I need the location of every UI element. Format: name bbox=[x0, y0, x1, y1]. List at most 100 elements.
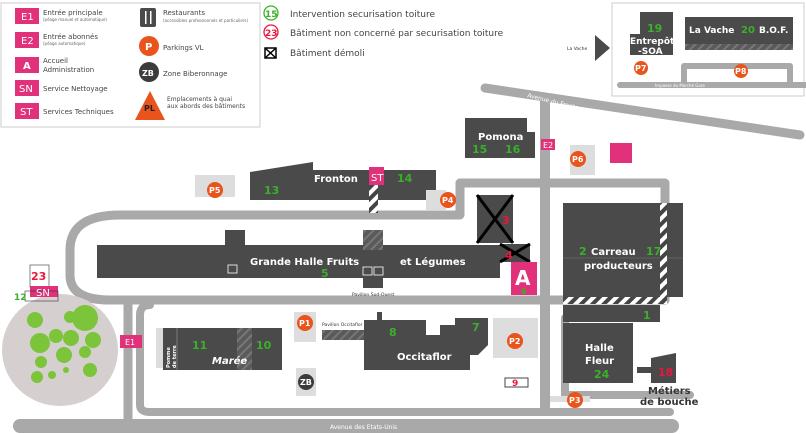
accueil-badge[interactable]: A 6 bbox=[511, 262, 537, 296]
svg-text:aux abords des bâtiments: aux abords des bâtiments bbox=[167, 103, 245, 110]
legend: E1 Entrée principale (péage manuel et au… bbox=[0, 2, 261, 128]
parking-p1[interactable]: P1 bbox=[297, 315, 313, 331]
parking-p8[interactable]: P8 bbox=[734, 64, 748, 78]
halle-fleur-number: 24 bbox=[594, 368, 610, 381]
fronton-number-13: 13 bbox=[264, 184, 279, 197]
svg-text:P8: P8 bbox=[735, 67, 747, 76]
svg-text:Bâtiment non concerné par secu: Bâtiment non concerné par securisation t… bbox=[290, 28, 504, 39]
carreau-number-17: 17 bbox=[646, 245, 661, 258]
demolished-number-4: 4 bbox=[505, 249, 513, 262]
fork-knife-icon bbox=[140, 8, 156, 27]
parking-p3[interactable]: P3 bbox=[567, 392, 583, 408]
crossed-box-icon bbox=[264, 47, 277, 59]
building-occitaflor: Pavillon Occitaflor 8 7 Occitaflor bbox=[322, 312, 488, 370]
legend-st-badge: ST bbox=[20, 107, 33, 118]
legend-a-badge: A bbox=[23, 61, 31, 72]
building-metiers-de-bouche: 18 Métiers de bouche bbox=[637, 353, 699, 408]
svg-text:E1: E1 bbox=[125, 338, 135, 347]
restaurant-icon bbox=[227, 264, 238, 274]
entry-e1[interactable]: E1 bbox=[120, 335, 142, 348]
inset-la-vache: La Vache 19 Entrepôt -SOA La Vache 20 B.… bbox=[567, 2, 806, 97]
fronton-label: Fronton bbox=[314, 174, 358, 185]
road-network bbox=[13, 83, 805, 433]
arrow-right-icon bbox=[595, 35, 610, 61]
parking-p4[interactable]: P4 bbox=[440, 192, 456, 208]
green-area bbox=[2, 294, 118, 406]
svg-text:SN: SN bbox=[36, 288, 50, 299]
building-maree: Pomme de terre 11 10 Marée bbox=[163, 328, 282, 370]
legend-roof: 15 Intervention securisation toiture 23 … bbox=[263, 5, 504, 59]
svg-text:Administration: Administration bbox=[43, 66, 94, 74]
fronton-number-14: 14 bbox=[397, 172, 413, 185]
sn-number-12: 12 bbox=[14, 293, 27, 303]
svg-text:(péage automatique): (péage automatique) bbox=[43, 41, 86, 46]
pomona-number-15: 15 bbox=[472, 143, 487, 156]
svg-text:P3: P3 bbox=[569, 396, 580, 405]
svg-text:9: 9 bbox=[512, 379, 518, 389]
legend-e1-label: Entrée principale bbox=[43, 9, 103, 17]
svg-text:E2: E2 bbox=[543, 141, 553, 150]
metiers-label: Métiers bbox=[648, 385, 691, 397]
grande-halle-number: 5 bbox=[321, 267, 329, 280]
svg-text:A: A bbox=[515, 266, 531, 290]
legend-e1-badge: E1 bbox=[21, 12, 34, 23]
occitaflor-number-8: 8 bbox=[389, 326, 397, 339]
building-pomona: Pomona 15 16 bbox=[465, 118, 535, 158]
grande-halle-label-2: et Légumes bbox=[400, 256, 466, 268]
pomme-de-terre-label: Pomme bbox=[166, 346, 172, 368]
maree-number-11: 11 bbox=[192, 339, 207, 352]
restaurant-icon bbox=[362, 266, 384, 276]
building-carreau-producteurs: 2 Carreau producteurs 17 bbox=[563, 203, 683, 304]
svg-text:20: 20 bbox=[741, 25, 755, 36]
road-label-etats-unis: Avenue des Etats-Unis bbox=[330, 424, 397, 431]
parking-p2[interactable]: P2 bbox=[507, 333, 523, 349]
halle-fleur-label: Halle bbox=[585, 343, 614, 354]
svg-text:-SOA: -SOA bbox=[638, 47, 663, 57]
svg-text:Service Nettoyage: Service Nettoyage bbox=[43, 85, 108, 93]
svg-text:La Vache: La Vache bbox=[689, 26, 734, 36]
building-9: 9 bbox=[504, 377, 529, 389]
svg-text:PL: PL bbox=[144, 104, 155, 113]
svg-text:(accessibles professionnels et: (accessibles professionnels et particuli… bbox=[163, 18, 249, 23]
demolished-number-3: 3 bbox=[502, 214, 510, 227]
svg-text:ZB: ZB bbox=[142, 69, 154, 78]
zb-icon bbox=[139, 62, 159, 82]
svg-text:P2: P2 bbox=[509, 337, 520, 346]
carreau-label: Carreau bbox=[591, 247, 636, 258]
svg-text:P1: P1 bbox=[299, 319, 311, 328]
parking-p5[interactable]: P5 bbox=[207, 182, 223, 198]
building-number-1: 1 bbox=[643, 309, 651, 322]
building-halle-fleur: Halle Fleur 24 bbox=[563, 323, 633, 383]
parking-p6[interactable]: P6 bbox=[570, 151, 586, 167]
st-badge: ST bbox=[371, 173, 384, 184]
halle-fleur-label-2: Fleur bbox=[585, 356, 614, 367]
green-number-badge: 15 bbox=[265, 10, 278, 20]
carreau-number-2: 2 bbox=[579, 245, 587, 258]
pomona-number-16: 16 bbox=[505, 143, 521, 156]
svg-text:Restaurants: Restaurants bbox=[163, 9, 205, 17]
metiers-label-2: de bouche bbox=[640, 397, 699, 408]
grande-halle-label: Grande Halle Fruits bbox=[250, 257, 359, 268]
pl-warning-icon bbox=[135, 91, 165, 120]
svg-text:Emplacements à quai: Emplacements à quai bbox=[167, 96, 232, 103]
svg-text:Zone Biberonnage: Zone Biberonnage bbox=[163, 70, 227, 78]
pomona-label: Pomona bbox=[478, 132, 523, 143]
svg-text:Entrepôt: Entrepôt bbox=[630, 36, 675, 47]
red-number-badge: 23 bbox=[265, 29, 278, 39]
parking-p7[interactable]: P7 bbox=[634, 61, 648, 75]
svg-text:Parkings VL: Parkings VL bbox=[163, 44, 204, 52]
pavillon-sud-ouest-label: Pavillon Sud-Ouest bbox=[352, 292, 395, 298]
parking-icon bbox=[139, 36, 159, 56]
carreau-label-2: producteurs bbox=[584, 261, 653, 272]
svg-text:P: P bbox=[145, 42, 152, 53]
sn-badge[interactable]: 23 SN 12 bbox=[14, 264, 59, 303]
legend-e2-label: Entrée abonnés bbox=[43, 33, 98, 41]
building-demolished: 3 4 bbox=[475, 194, 531, 264]
svg-text:Accueil: Accueil bbox=[43, 57, 68, 65]
zone-biberonnage[interactable]: ZB bbox=[296, 368, 316, 396]
entry-e2[interactable]: E2 bbox=[541, 139, 555, 150]
occitaflor-label: Occitaflor bbox=[397, 352, 452, 363]
svg-text:Services Techniques: Services Techniques bbox=[43, 108, 114, 116]
pink-zone bbox=[610, 143, 632, 163]
